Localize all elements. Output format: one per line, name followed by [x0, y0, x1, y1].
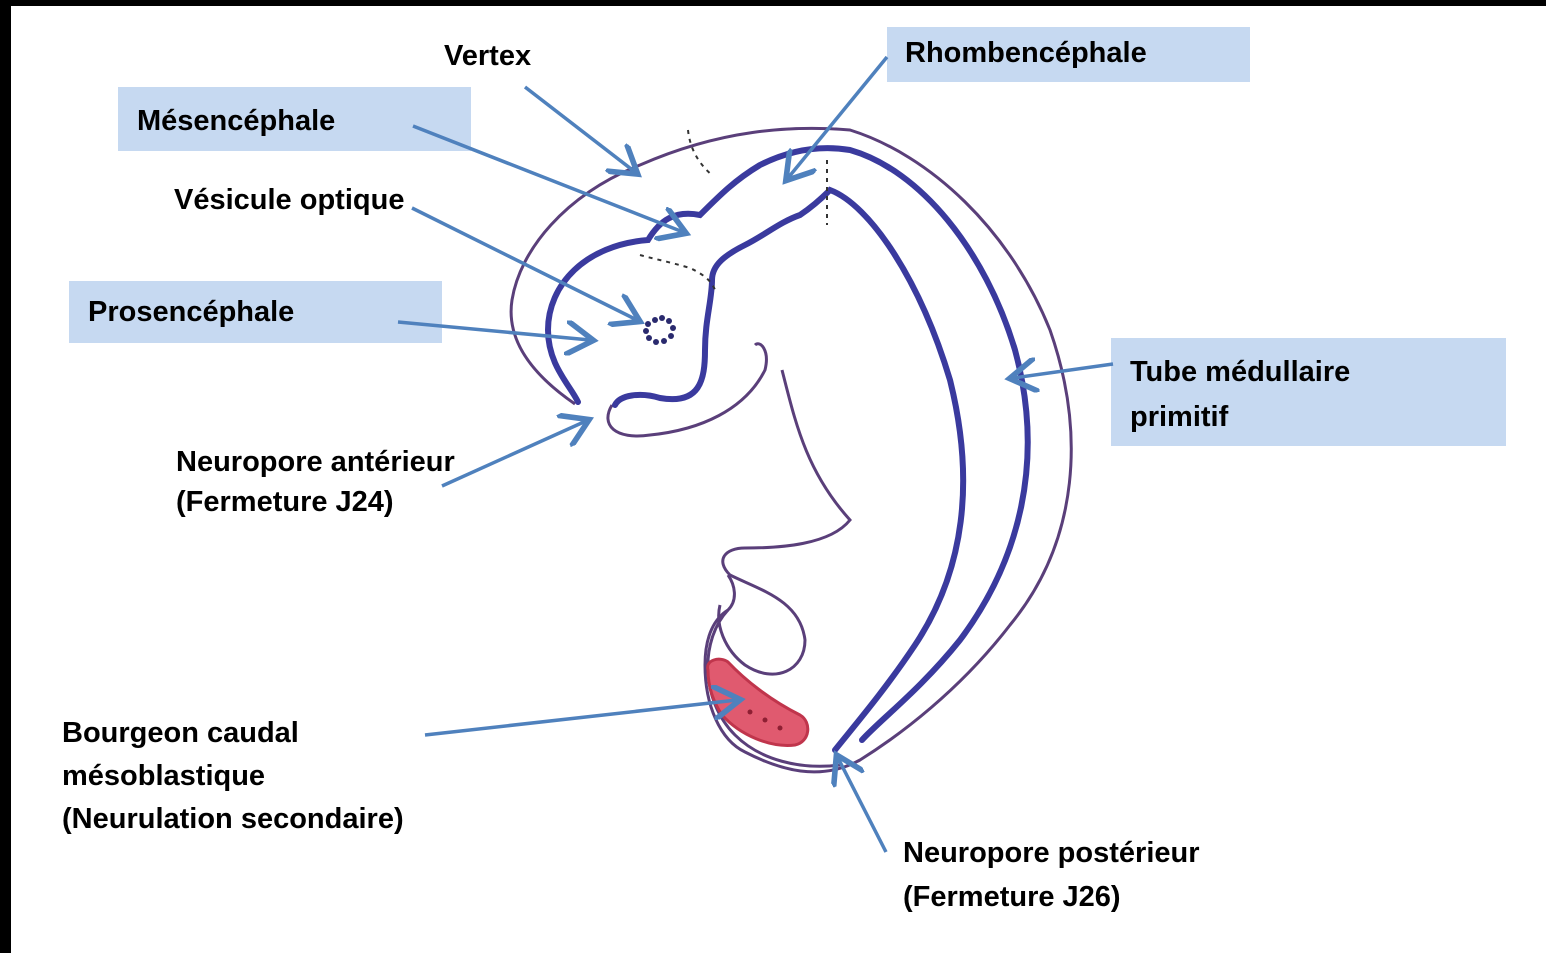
label-neuropore-posterieur-line2: (Fermeture J26): [903, 877, 1121, 917]
neural-tube-inner-wall: [615, 190, 963, 750]
label-prosencephale: Prosencéphale: [88, 292, 294, 332]
label-vertex: Vertex: [444, 36, 531, 76]
label-tube-medullaire-line2: primitif: [1130, 397, 1228, 437]
label-vesicule-optique: Vésicule optique: [174, 180, 404, 220]
arrow-mesencephale: [413, 126, 683, 232]
label-neuropore-anterieur-line1: Neuropore antérieur: [176, 442, 455, 482]
vesicle-boundary-1: [640, 255, 715, 290]
ventral-curve-upper: [719, 370, 850, 674]
label-bourgeon-line1: Bourgeon caudal: [62, 713, 299, 753]
arrow-vertex: [525, 87, 635, 172]
label-rhombencephale: Rhombencéphale: [905, 33, 1147, 73]
label-bourgeon-line2: mésoblastique: [62, 756, 265, 796]
neural-tube-outer: [548, 148, 1028, 740]
label-tube-medullaire-line1: Tube médullaire: [1130, 352, 1350, 392]
arrow-neuropore-anterieur: [442, 421, 586, 486]
arrow-prosencephale: [398, 322, 590, 340]
label-mesencephale: Mésencéphale: [137, 101, 335, 141]
vesicle-boundary-3: [688, 130, 712, 175]
arrow-bourgeon: [425, 700, 737, 735]
embryo-outer-outline: [511, 128, 1071, 772]
label-neuropore-posterieur-line1: Neuropore postérieur: [903, 833, 1200, 873]
arrow-neuropore-posterieur: [838, 758, 886, 852]
embryo-inner-outline: [608, 344, 766, 436]
neural-tube: [548, 148, 1028, 750]
arrow-vesicule-optique: [412, 208, 637, 320]
optic-vesicle: [643, 315, 676, 345]
label-neuropore-anterieur-line2: (Fermeture J24): [176, 482, 394, 522]
label-bourgeon-line3: (Neurulation secondaire): [62, 799, 404, 839]
